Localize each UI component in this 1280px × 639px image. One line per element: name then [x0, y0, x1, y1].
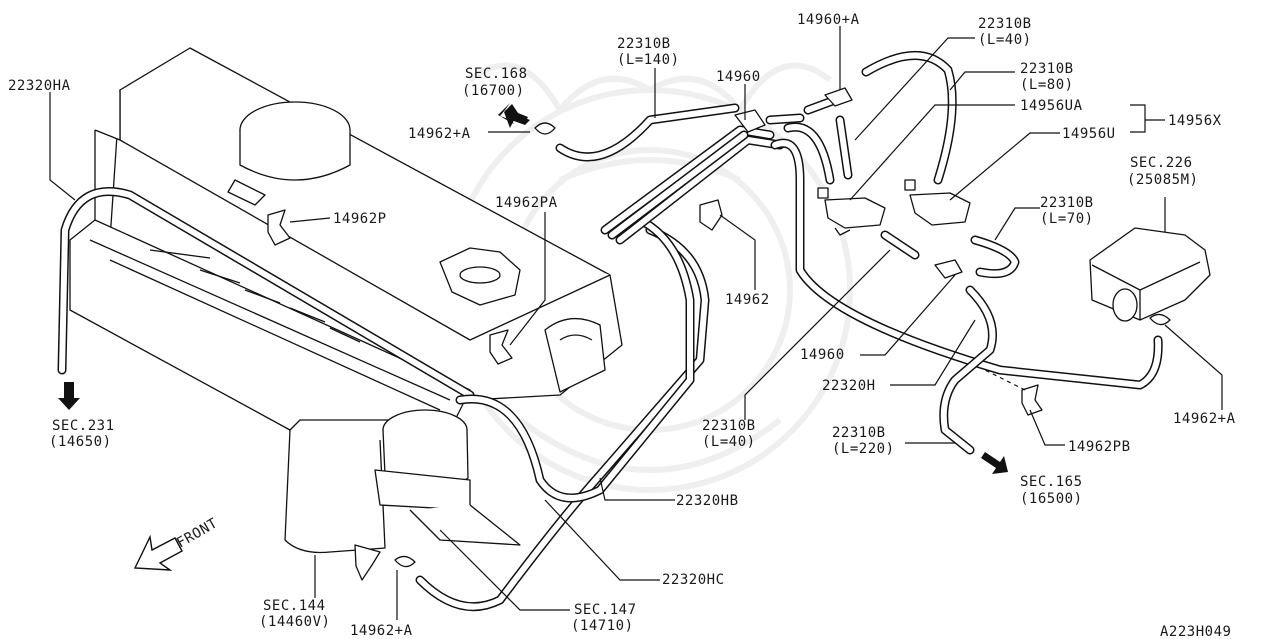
label-22310B-70: 22310B — [1040, 195, 1094, 211]
label-sec165: SEC.165 — [1020, 474, 1083, 490]
section-arrows — [58, 103, 1008, 474]
label-14956X: 14956X — [1168, 113, 1222, 129]
part-labels: 22320HA SEC.168 (16700) 14962+A 22310B (… — [8, 12, 1236, 639]
label-14956UA: 14956UA — [1020, 98, 1083, 114]
drawing-code: A223H049 — [1160, 624, 1231, 639]
hose-22310B-70 — [970, 235, 1020, 279]
hose-22310B-140 — [555, 103, 740, 162]
label-14962A-right: 14962+A — [1173, 411, 1236, 427]
label-22320H: 22320H — [822, 378, 876, 394]
label-l40a: (L=40) — [978, 32, 1032, 48]
hose-22320H — [770, 138, 1163, 390]
label-14960-low: 14960 — [800, 347, 845, 363]
label-sec231-code: (14650) — [49, 434, 112, 450]
label-sec147: SEC.147 — [574, 602, 637, 618]
label-sec144-code: (14460V) — [259, 614, 330, 630]
connectors — [734, 87, 963, 279]
engine-block — [69, 47, 623, 554]
label-l70: (L=70) — [1040, 211, 1094, 227]
label-sec226-code: (25085M) — [1127, 172, 1198, 188]
label-22310B-220: 22310B — [832, 425, 886, 441]
label-14962P: 14962P — [333, 211, 387, 227]
hose-22310B-220 — [939, 285, 997, 455]
label-22310B-40b: 22310B — [702, 418, 756, 434]
label-l40b: (L=40) — [702, 434, 756, 450]
label-sec168: SEC.168 — [465, 66, 528, 82]
hose-22320HA — [57, 187, 475, 400]
hose-22320HC — [455, 215, 695, 503]
label-sec165-code: (16500) — [1020, 491, 1083, 507]
label-14962A-top: 14962+A — [408, 126, 471, 142]
clamp-icons — [267, 122, 1171, 581]
label-22320HA: 22320HA — [8, 78, 71, 94]
label-14960A: 14960+A — [797, 12, 860, 28]
front-direction-arrow: FRONT — [133, 515, 221, 571]
hose-22310B-80 — [835, 51, 957, 185]
solenoid-14956UA — [817, 187, 886, 236]
label-sec231: SEC.231 — [52, 418, 115, 434]
leader-lines — [49, 26, 1223, 620]
label-14962: 14962 — [725, 292, 770, 308]
label-sec147-code: (14710) — [571, 618, 634, 634]
hose-bundle — [600, 125, 785, 245]
solenoid-14956U — [904, 179, 971, 226]
label-14962PA: 14962PA — [495, 195, 558, 211]
label-sec144: SEC.144 — [263, 598, 326, 614]
label-22320HB: 22320HB — [676, 493, 739, 509]
label-22310B-40a: 22310B — [978, 16, 1032, 32]
label-l80: (L=80) — [1020, 77, 1074, 93]
front-label: FRONT — [174, 515, 221, 551]
label-14960-mid: 14960 — [716, 69, 761, 85]
label-l220: (L=220) — [832, 441, 895, 457]
label-14962A-bottom: 14962+A — [350, 623, 413, 639]
label-sec168-code: (16700) — [462, 83, 525, 99]
label-14962PB: 14962PB — [1068, 439, 1131, 455]
label-22320HC: 22320HC — [662, 572, 725, 588]
label-sec226: SEC.226 — [1130, 155, 1193, 171]
label-22310B-80: 22310B — [1020, 61, 1074, 77]
label-22310B-140: 22310B — [617, 36, 671, 52]
hose-22310B-40 — [783, 122, 835, 185]
label-14956U: 14956U — [1062, 126, 1116, 142]
label-l140: (L=140) — [617, 52, 680, 68]
sensor-sec226 — [1089, 227, 1211, 322]
